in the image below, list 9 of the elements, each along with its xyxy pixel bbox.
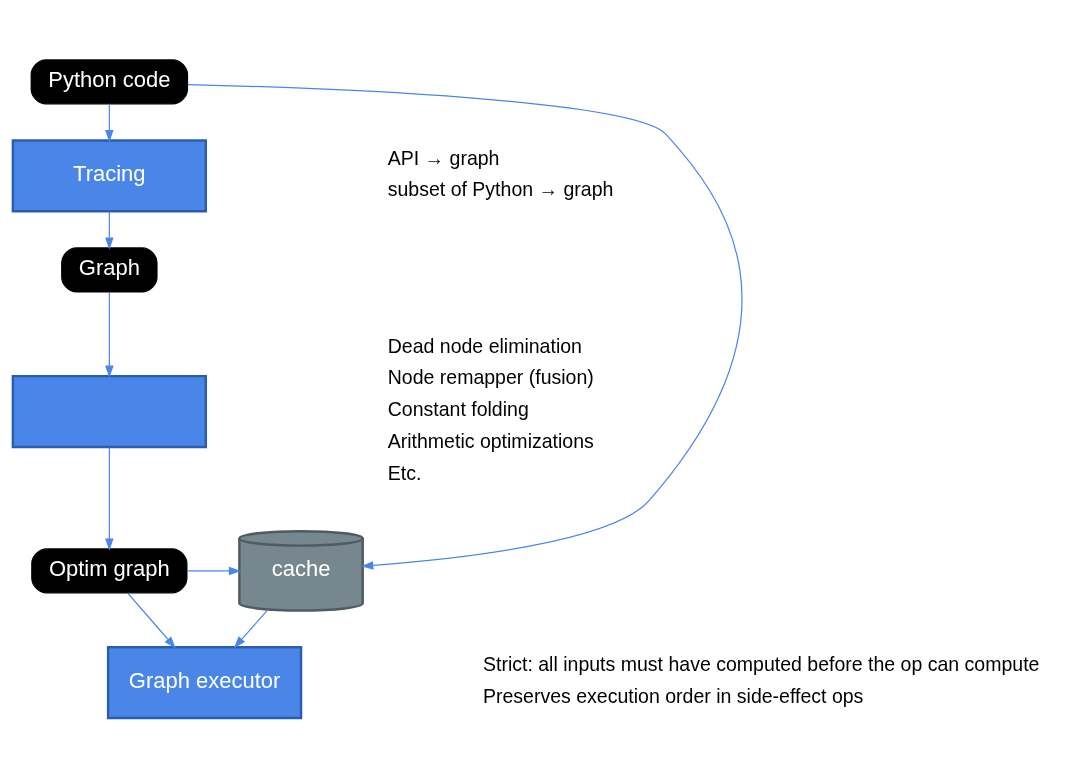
node-label: Node remapper (fusion): [387, 366, 594, 389]
node-label: Arithmetic optimizations: [387, 429, 594, 452]
node-label: Dead node elimination: [387, 334, 582, 357]
node-label: API → graph: [387, 146, 500, 169]
node-label: Etc.: [387, 461, 422, 484]
node-label: Constant folding: [387, 398, 529, 421]
node-label: subset of Python → graph: [387, 178, 614, 201]
node-label: Preserves execution order in side-effect ops: [482, 685, 864, 708]
node-label: Strict: all inputs must have computed before the op can compute: [482, 653, 1040, 676]
